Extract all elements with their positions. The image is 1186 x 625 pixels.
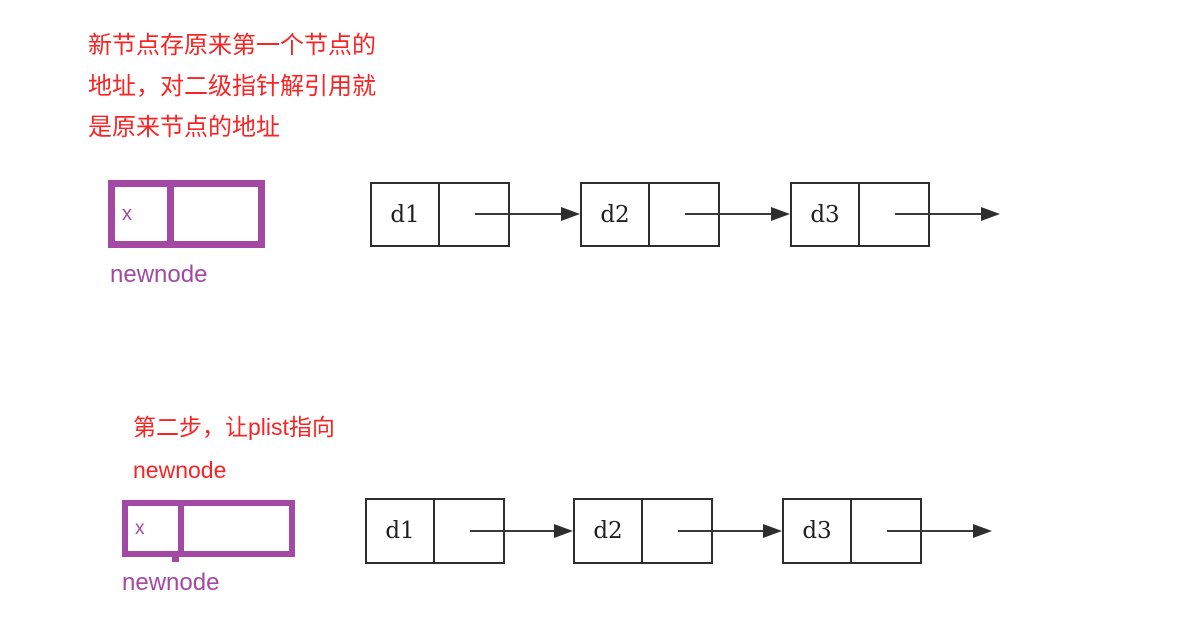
node-data-cell: d1 <box>367 500 435 562</box>
arrow-shaft <box>887 530 976 532</box>
annotation-line: 地址，对二级指针解引用就 <box>88 73 376 100</box>
next-pointer-arrow <box>470 524 573 538</box>
next-pointer-arrow <box>685 207 790 221</box>
arrow-shaft <box>475 213 564 215</box>
next-pointer-arrow <box>887 524 992 538</box>
newnode-caption-step1: newnode <box>110 261 208 288</box>
arrowhead-icon <box>981 207 1000 221</box>
annotation-line: 新节点存原来第一个节点的 <box>88 32 376 59</box>
arrowhead-icon <box>771 207 790 221</box>
next-pointer-arrow <box>678 524 782 538</box>
arrow-shaft <box>895 213 984 215</box>
annotation-line: newnode <box>133 457 227 483</box>
node-data-cell: d1 <box>372 184 440 245</box>
arrowhead-icon <box>763 524 782 538</box>
arrow-shaft <box>678 530 766 532</box>
annotation-line: 是原来节点的地址 <box>88 114 280 141</box>
node-data-cell: d3 <box>784 500 852 562</box>
arrowhead-icon <box>554 524 573 538</box>
arrowhead-icon <box>973 524 992 538</box>
newnode-data-cell: x <box>115 187 174 241</box>
list-node-d1-step2: d1 <box>365 498 505 564</box>
newnode-pointer-cell <box>184 506 289 551</box>
step1-annotation: 新节点存原来第一个节点的 地址，对二级指针解引用就 是原来节点的地址 <box>88 25 376 148</box>
divider-tick <box>172 556 179 562</box>
step2-annotation: 第二步，让plist指向 newnode <box>133 406 335 492</box>
node-data-cell: d2 <box>582 184 650 245</box>
node-data-cell: d3 <box>792 184 860 245</box>
annotation-line: 第二步，让plist指向 <box>133 414 335 440</box>
newnode-box-step1: x <box>108 180 265 248</box>
newnode-box-step2: x <box>122 500 295 557</box>
arrow-shaft <box>685 213 774 215</box>
arrow-shaft <box>470 530 557 532</box>
next-pointer-arrow <box>475 207 580 221</box>
next-pointer-arrow <box>895 207 1000 221</box>
newnode-pointer-cell <box>174 187 258 241</box>
newnode-caption-step2: newnode <box>122 569 220 596</box>
arrowhead-icon <box>561 207 580 221</box>
node-data-cell: d2 <box>575 500 643 562</box>
newnode-data-cell: x <box>128 506 184 551</box>
